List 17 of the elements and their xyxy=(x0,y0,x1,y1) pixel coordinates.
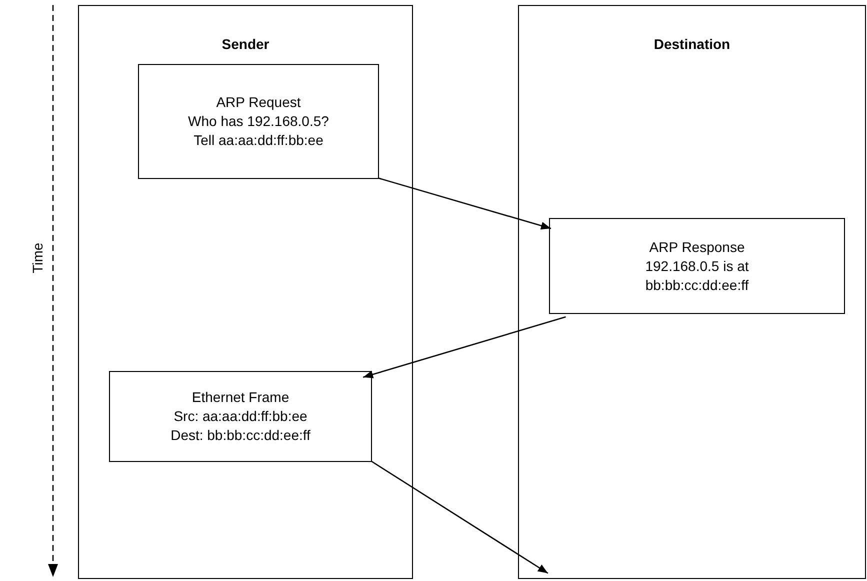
message-title: ARP Response xyxy=(649,238,745,256)
lane-title: Sender xyxy=(220,36,270,52)
lane-title: Destination xyxy=(652,36,732,52)
message-title: ARP Request xyxy=(216,93,301,112)
lane-box xyxy=(518,5,866,579)
message-text: 192.168.0.5 is at bb:bb:cc:dd:ee:ff xyxy=(644,256,750,294)
arrow xyxy=(370,460,548,574)
message-box xyxy=(109,371,372,462)
lane-box xyxy=(78,5,413,579)
message-box xyxy=(138,64,379,179)
message-title: Ethernet Frame xyxy=(192,388,290,407)
arrow xyxy=(362,316,566,378)
axis-label: Time xyxy=(29,242,46,274)
message-box xyxy=(549,218,845,314)
message-text: Src: aa:aa:dd:ff:bb:ee Dest: bb:bb:cc:dd:ee:ff xyxy=(170,407,312,445)
arrow xyxy=(378,177,552,230)
message-text: Who has 192.168.0.5? Tell aa:aa:dd:ff:bb:ee xyxy=(187,112,330,150)
